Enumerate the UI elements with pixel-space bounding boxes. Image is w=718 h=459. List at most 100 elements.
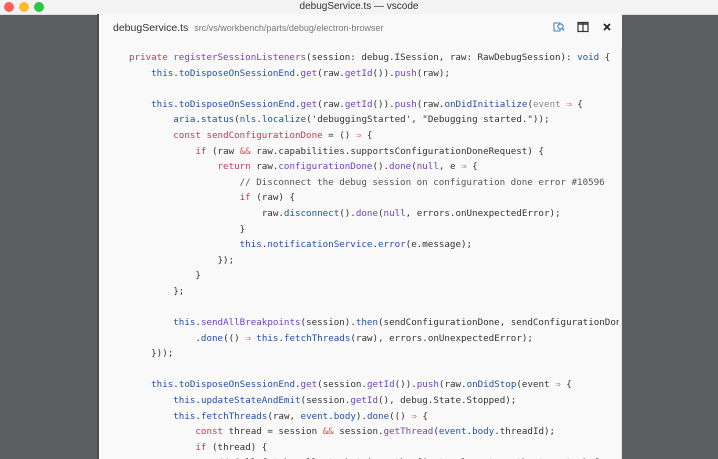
code-token: ⇒ xyxy=(461,161,467,173)
close-peek-button[interactable] xyxy=(600,20,614,34)
code-line[interactable]: } xyxy=(99,268,619,284)
code-token: registerSessionListeners xyxy=(173,52,307,63)
window-title: debugService.ts — vscode xyxy=(299,1,419,12)
code-line[interactable]: this.toDisposeOnSessionEnd.get(raw.getId… xyxy=(99,66,619,82)
code-token: (raw), errors.onUnexpectedError); xyxy=(350,332,533,344)
title-bar: debugService.ts — vscode xyxy=(0,0,718,15)
code-line[interactable]: if (thread) { xyxy=(99,440,619,456)
code-token: private xyxy=(129,52,174,63)
code-line[interactable]: // Disconnect the debug session on confi… xyxy=(99,175,619,191)
code-line[interactable]: return raw.configurationDone().done(null… xyxy=(99,159,619,175)
panel-header: debugService.ts src/vs/workbench/parts/d… xyxy=(99,14,622,42)
close-window-button[interactable] xyxy=(4,2,14,12)
code-token: ⇒ xyxy=(560,98,578,110)
split-editor-button[interactable] xyxy=(576,20,590,34)
code-token xyxy=(129,426,195,437)
code-token: . xyxy=(195,395,201,407)
code-token: . xyxy=(195,317,201,329)
code-line[interactable]: raw.disconnect().done(null, errors.onUne… xyxy=(99,206,619,222)
code-line[interactable] xyxy=(99,81,619,97)
code-token: null xyxy=(416,161,439,173)
code-editor[interactable]: private registerSessionListeners (session… xyxy=(99,50,619,459)
code-line[interactable]: this.toDisposeOnSessionEnd.get(session.g… xyxy=(99,377,619,393)
code-token: ()). xyxy=(372,67,395,79)
code-token: . xyxy=(295,67,301,79)
code-token: body xyxy=(472,426,495,438)
code-token: const xyxy=(173,129,207,141)
code-token: && xyxy=(239,145,251,157)
code-line[interactable]: const thread = session && session.getThr… xyxy=(99,424,619,440)
code-line[interactable]: this.notificationService.error(e.message… xyxy=(99,237,619,253)
minimize-window-button[interactable] xyxy=(19,2,29,12)
close-icon xyxy=(603,23,611,31)
code-token: status xyxy=(200,114,235,126)
code-line[interactable]: this.sendAllBreakpoints(session).then(se… xyxy=(99,315,619,331)
code-token: fetchThreads xyxy=(200,410,268,422)
code-token: toDisposeOnSessionEnd xyxy=(178,98,295,110)
code-token: } xyxy=(129,223,246,235)
code-token xyxy=(129,208,262,219)
code-token: (raw. xyxy=(438,379,467,391)
code-token: } xyxy=(129,270,201,282)
code-token: event xyxy=(438,426,467,438)
code-token: ⇒ xyxy=(355,129,362,141)
code-token xyxy=(129,114,173,125)
code-line[interactable]: if (raw) { xyxy=(99,190,619,206)
code-token: done xyxy=(355,207,378,219)
code-token: if xyxy=(239,192,251,204)
code-line[interactable]: this.toDisposeOnSessionEnd.get(raw.getId… xyxy=(99,97,619,113)
code-token: raw. xyxy=(261,207,284,219)
code-token: (thread) { xyxy=(206,441,268,453)
open-changes-button[interactable] xyxy=(552,20,566,34)
code-line[interactable]: }; xyxy=(99,284,619,300)
code-token: raw. xyxy=(256,161,279,173)
code-line[interactable]: private registerSessionListeners(session… xyxy=(99,50,619,66)
code-token xyxy=(129,161,218,172)
code-token: . xyxy=(466,426,473,438)
code-token: ⇒ xyxy=(411,410,417,422)
code-line[interactable]: } xyxy=(99,222,619,238)
code-line[interactable]: .done(() ⇒ this.fetchThreads(raw), error… xyxy=(99,331,619,347)
code-token: .threadId); xyxy=(494,426,556,438)
code-line[interactable]: // Call fetch call stack twice, the firs… xyxy=(99,455,620,459)
code-token: (). xyxy=(339,207,356,219)
code-token: null xyxy=(383,207,406,219)
zoom-window-button[interactable] xyxy=(34,2,44,12)
code-token: (session. xyxy=(300,395,351,407)
scrollbar[interactable] xyxy=(621,48,622,459)
code-line[interactable] xyxy=(99,300,619,316)
code-line[interactable]: this.updateStateAndEmit(session.getId(),… xyxy=(99,393,619,409)
code-token: (e.message); xyxy=(405,239,473,251)
code-token: (() xyxy=(389,410,412,422)
code-line[interactable]: }); xyxy=(99,253,619,269)
code-token: . xyxy=(173,67,179,79)
header-actions xyxy=(552,20,614,34)
code-token: ⇒ xyxy=(245,332,251,344)
code-line[interactable]: if (raw && raw.capabilities.supportsConf… xyxy=(99,144,619,160)
code-token: get xyxy=(300,379,318,391)
code-token: ( xyxy=(234,114,240,126)
code-token: localize xyxy=(261,114,307,126)
code-token: this xyxy=(256,332,279,344)
code-token: configurationDone xyxy=(278,161,373,173)
code-token: error xyxy=(377,239,406,251)
code-line[interactable]: this.fetchThreads(raw, event.body).done(… xyxy=(99,409,619,425)
code-token: })); xyxy=(129,348,174,360)
file-name[interactable]: debugService.ts xyxy=(113,22,189,34)
code-token: (), debug.State.Stopped); xyxy=(378,395,517,407)
code-line[interactable] xyxy=(99,362,619,378)
code-line[interactable]: aria.status(nls.localize('debuggingStart… xyxy=(99,112,619,128)
code-token: body xyxy=(333,410,356,422)
code-token xyxy=(129,192,240,203)
code-token: notificationService xyxy=(267,239,373,251)
code-token: ( xyxy=(377,207,384,219)
code-token: void xyxy=(577,52,600,63)
code-token xyxy=(129,411,173,422)
code-token: get xyxy=(300,67,318,79)
split-editor-icon xyxy=(577,21,589,33)
code-line[interactable]: const sendConfigurationDone = () ⇒ { xyxy=(99,128,619,144)
code-line[interactable]: })); xyxy=(99,346,619,362)
code-token: this xyxy=(173,395,196,407)
code-token: { xyxy=(361,129,373,141)
code-token: ). xyxy=(355,410,367,422)
